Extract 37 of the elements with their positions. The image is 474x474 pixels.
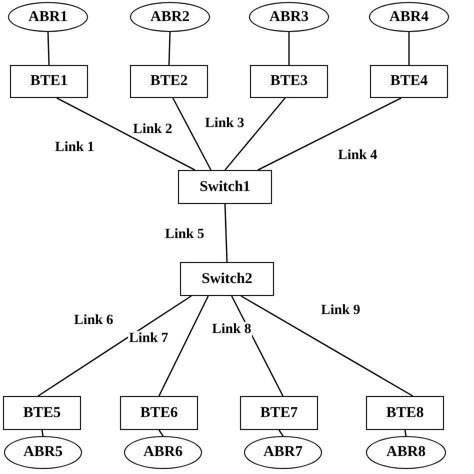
connector-line	[404, 430, 407, 436]
rectangle-node: BTE4	[370, 65, 448, 98]
ellipse-node: ABR6	[124, 436, 202, 469]
ellipse-node: ABR4	[369, 2, 449, 32]
rectangle-node: BTE7	[240, 396, 318, 430]
connector-line	[278, 430, 284, 436]
ellipse-node: ABR7	[244, 436, 322, 469]
connector-line	[224, 204, 228, 262]
connector-line	[172, 98, 212, 170]
rectangle-node: BTE2	[130, 65, 208, 98]
connector-line	[224, 98, 286, 170]
connector-line	[231, 296, 284, 396]
rectangle-node: BTE1	[10, 65, 88, 98]
edge-label: Link 2	[132, 122, 174, 138]
connector-line	[258, 97, 402, 171]
connector-line	[56, 97, 196, 171]
connector-line	[158, 296, 209, 396]
ellipse-node: ABR1	[8, 2, 88, 32]
rectangle-node: BTE8	[366, 396, 444, 430]
connector-line	[41, 430, 44, 436]
ellipse-node: ABR3	[249, 2, 329, 32]
edge-label: Link 8	[211, 322, 252, 338]
rectangle-node: Switch2	[180, 262, 274, 296]
connector-line	[158, 430, 164, 436]
connector-line	[240, 295, 414, 397]
connector-line	[38, 295, 192, 397]
rectangle-node: BTE6	[120, 396, 198, 430]
rectangle-node: BTE3	[250, 65, 328, 98]
connector-line	[408, 32, 410, 65]
ellipse-node: ABR8	[366, 436, 446, 469]
connector-line	[288, 32, 290, 65]
rectangle-node: BTE5	[3, 396, 81, 430]
rectangle-node: Switch1	[178, 170, 272, 204]
ellipse-node: ABR2	[130, 2, 210, 32]
ellipse-node: ABR5	[4, 436, 82, 469]
connector-line	[168, 32, 171, 66]
connector-line	[47, 32, 50, 66]
